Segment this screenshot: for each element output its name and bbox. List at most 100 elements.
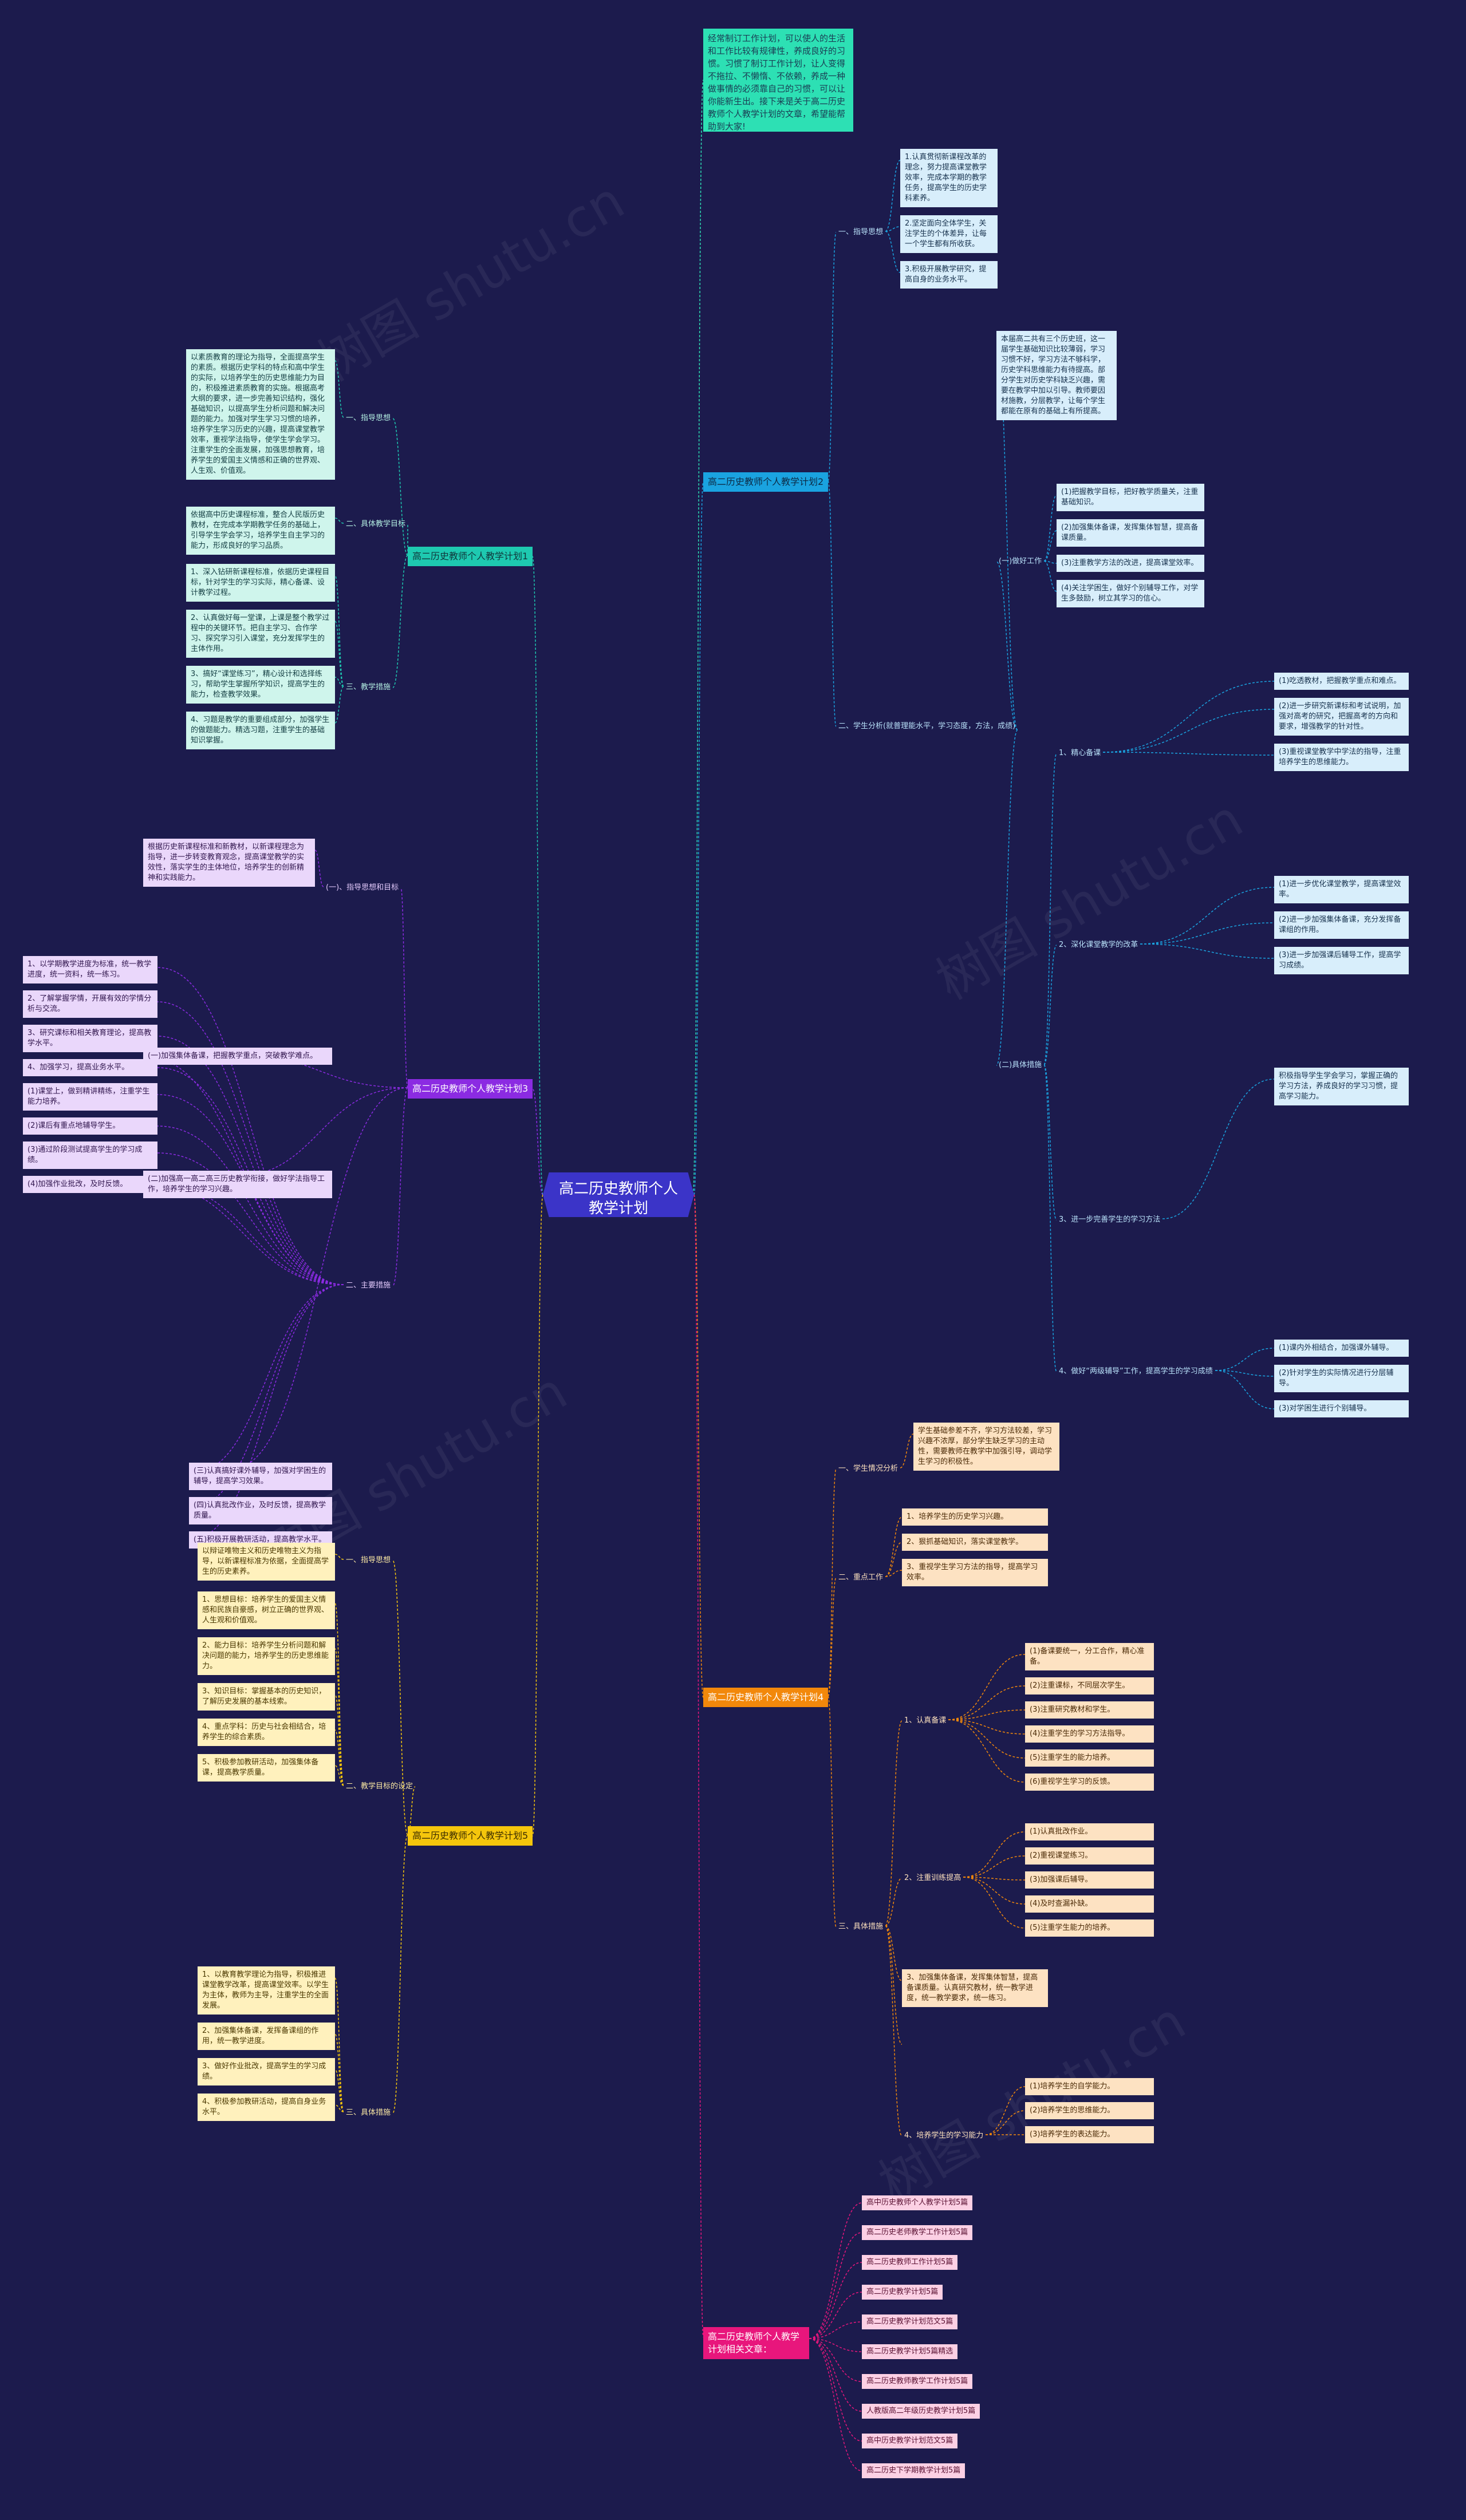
leaf-node[interactable]: (2)加强集体备课，发挥集体智慧，提高备课质量。: [1057, 519, 1204, 547]
leaf-node[interactable]: (4)及时查漏补缺。: [1025, 1895, 1154, 1913]
leaf-node[interactable]: 以素质教育的理论为指导，全面提高学生的素质。根据历史学科的特点和高中学生的实际，…: [186, 349, 335, 480]
leaf-node[interactable]: (1)认真批改作业。: [1025, 1823, 1154, 1840]
leaf-node[interactable]: (3)加强课后辅导。: [1025, 1871, 1154, 1889]
leaf-node[interactable]: 3、做好作业批改，提高学生的学习成绩。: [198, 2058, 335, 2085]
related-article-link[interactable]: 高二历史教师教学工作计划5篇: [862, 2374, 973, 2389]
sub-topic[interactable]: 二、主要措施: [346, 1281, 391, 1290]
leaf-node[interactable]: (4)加强作业批改，及时反馈。: [23, 1176, 157, 1193]
leaf-node[interactable]: 本届高二共有三个历史班，这一届学生基础知识比较薄弱，学习习惯不好，学习方法不够科…: [996, 331, 1117, 420]
sub-topic[interactable]: 2、深化课堂教学的改革: [1059, 941, 1138, 949]
sub-topic[interactable]: 1、认真备课: [904, 1716, 947, 1725]
sub-topic[interactable]: 一、指导思想: [838, 228, 884, 236]
root-topic[interactable]: 高二历史教师个人教学计划: [543, 1172, 694, 1217]
leaf-node[interactable]: (5)注重学生能力的培养。: [1025, 1919, 1154, 1937]
leaf-node[interactable]: 3、加强集体备课，发挥集体智慧，提高备课质量。认真研究教材，统一教学进度，统一教…: [902, 1969, 1048, 2007]
leaf-node[interactable]: 3、研究课标和相关教育理论，提高教学水平。: [23, 1025, 157, 1052]
leaf-node[interactable]: (2)进一步研究新课标和考试说明，加强对高考的研究，把握高考的方向和要求，增强教…: [1274, 698, 1409, 736]
branch-p4[interactable]: 高二历史教师个人教学计划4: [703, 1688, 829, 1707]
leaf-node[interactable]: (1)备课要统一，分工合作，精心准备。: [1025, 1643, 1154, 1670]
leaf-node[interactable]: 4、积极参加教研活动，提高自身业务水平。: [198, 2094, 335, 2121]
sub-topic[interactable]: 一、学生情况分析: [838, 1464, 898, 1473]
leaf-node[interactable]: (2)课后有重点地辅导学生。: [23, 1117, 157, 1135]
leaf-node[interactable]: 2、加强集体备课，发挥备课组的作用，统一教学进度。: [198, 2023, 335, 2050]
leaf-node[interactable]: (1)进一步优化课堂教学，提高课堂效率。: [1274, 876, 1409, 903]
sub-topic[interactable]: 2、注重训练提高: [904, 1874, 961, 1882]
leaf-node[interactable]: (4)关注学困生，做好个别辅导工作，对学生多鼓励，树立其学习的信心。: [1057, 580, 1204, 607]
branch-p2[interactable]: 高二历史教师个人教学计划2: [703, 472, 829, 492]
leaf-node[interactable]: 2.坚定面向全体学生，关注学生的个体差异，让每一个学生都有所收获。: [900, 215, 998, 253]
sub-topic[interactable]: 二、具体教学目标: [346, 520, 406, 528]
leaf-node[interactable]: (3)通过阶段测试提高学生的学习成绩。: [23, 1141, 157, 1169]
branch-p5[interactable]: 高二历史教师个人教学计划5: [408, 1826, 533, 1846]
leaf-node[interactable]: (1)课堂上，做到精讲精练，注重学生能力培养。: [23, 1083, 157, 1111]
leaf-node[interactable]: 1、深入钻研新课程标准，依据历史课程目标，针对学生的学习实际，精心备课、设计教学…: [186, 564, 335, 602]
leaf-node[interactable]: (2)针对学生的实际情况进行分层辅导。: [1274, 1365, 1409, 1392]
branch-p3[interactable]: 高二历史教师个人教学计划3: [408, 1079, 533, 1099]
leaf-node[interactable]: 3、重视学生学习方法的指导，提高学习效率。: [902, 1559, 1048, 1586]
related-article-link[interactable]: 高中历史教学计划范文5篇: [862, 2434, 958, 2448]
leaf-node[interactable]: 根据历史新课程标准和新教材，以新课程理念为指导，进一步转变教育观念，提高课堂教学…: [143, 839, 315, 887]
leaf-node[interactable]: 2、能力目标：培养学生分析问题和解决问题的能力，培养学生的历史思维能力。: [198, 1637, 335, 1675]
leaf-node[interactable]: (3)进一步加强课后辅导工作，提高学习成绩。: [1274, 947, 1409, 974]
leaf-node[interactable]: (4)注重学生的学习方法指导。: [1025, 1725, 1154, 1743]
leaf-node[interactable]: 3、搞好“课堂练习”，精心设计和选择练习，帮助学生掌握所学知识，提高学生的能力，…: [186, 666, 335, 704]
leaf-node[interactable]: (1)吃透教材，把握教学重点和难点。: [1274, 673, 1409, 690]
leaf-node[interactable]: (2)培养学生的思维能力。: [1025, 2102, 1154, 2119]
sub-topic[interactable]: 二、教学目标的设定: [346, 1782, 413, 1791]
sub-topic[interactable]: 一、指导思想: [346, 1556, 391, 1565]
leaf-node[interactable]: 2、认真做好每一堂课，上课是整个教学过程中的关键环节。把自主学习、合作学习、探究…: [186, 610, 335, 658]
intro-text[interactable]: 经常制订工作计划，可以使人的生活和工作比较有规律性，养成良好的习惯。习惯了制订工…: [703, 29, 853, 132]
leaf-node[interactable]: (二)加强高一高二高三历史教学衔接，做好学法指导工作，培养学生的学习兴趣。: [143, 1171, 332, 1198]
sub-topic[interactable]: (二)具体措施: [999, 1061, 1042, 1069]
branch-p1[interactable]: 高二历史教师个人教学计划1: [408, 547, 533, 566]
sub-topic[interactable]: 三、教学措施: [346, 683, 391, 692]
leaf-node[interactable]: (1)把握教学目标，把好教学质量关，注重基础知识。: [1057, 484, 1204, 511]
leaf-node[interactable]: 4、重点学科：历史与社会相结合，培养学生的综合素质。: [198, 1719, 335, 1746]
related-article-link[interactable]: 高二历史教学计划5篇: [862, 2285, 943, 2300]
leaf-node[interactable]: (1)课内外相结合，加强课外辅导。: [1274, 1340, 1409, 1357]
leaf-node[interactable]: (一)加强集体备课，把握教学重点，突破教学难点。: [143, 1048, 332, 1065]
leaf-node[interactable]: (3)重视课堂教学中学法的指导，注重培养学生的思维能力。: [1274, 744, 1409, 771]
leaf-node[interactable]: (6)重视学生学习的反馈。: [1025, 1774, 1154, 1791]
leaf-node[interactable]: 4、加强学习，提高业务水平。: [23, 1059, 157, 1076]
leaf-node[interactable]: (2)重视课堂练习。: [1025, 1847, 1154, 1865]
leaf-node[interactable]: (1)培养学生的自学能力。: [1025, 2078, 1154, 2095]
sub-topic[interactable]: 二、重点工作: [838, 1573, 884, 1582]
sub-topic[interactable]: 1、精心备课: [1059, 749, 1101, 757]
sub-topic[interactable]: 二、学生分析(就普理能水平，学习态度，方法，成绩): [838, 722, 1016, 730]
leaf-node[interactable]: 学生基础参差不齐，学习方法较差，学习兴趣不浓厚，部分学生缺乏学习的主动性，需要教…: [913, 1423, 1059, 1471]
leaf-node[interactable]: (2)注重课标，不同层次学生。: [1025, 1677, 1154, 1695]
branch-p6[interactable]: 高二历史教师个人教学计划相关文章：: [703, 2327, 809, 2359]
leaf-node[interactable]: 1.认真贯彻新课程改革的理念，努力提高课堂教学效率，完成本学期的教学任务，提高学…: [900, 149, 998, 207]
leaf-node[interactable]: (3)注重研究教材和学生。: [1025, 1701, 1154, 1719]
leaf-node[interactable]: 积极指导学生学会学习，掌握正确的学习方法，养成良好的学习习惯，提高学习能力。: [1274, 1068, 1409, 1105]
leaf-node[interactable]: 1、培养学生的历史学习兴趣。: [902, 1508, 1048, 1526]
related-article-link[interactable]: 高二历史教学计划5篇精选: [862, 2344, 958, 2359]
leaf-node[interactable]: 以辩证唯物主义和历史唯物主义为指导，以新课程标准为依据，全面提高学生的历史素养。: [198, 1543, 335, 1581]
leaf-node[interactable]: (3)对学困生进行个别辅导。: [1274, 1400, 1409, 1417]
leaf-node[interactable]: 依据高中历史课程标准，整合人民版历史教材，在完成本学期教学任务的基础上，引导学生…: [186, 507, 335, 555]
leaf-node[interactable]: 1、以学期教学进度为标准，统一教学进度，统一资料，统一练习。: [23, 956, 157, 983]
sub-topic[interactable]: 三、具体措施: [838, 1922, 884, 1931]
leaf-node[interactable]: 5、积极参加教研活动，加强集体备课，提高教学质量。: [198, 1754, 335, 1782]
sub-topic[interactable]: (一)、指导思想和目标: [326, 883, 399, 892]
sub-topic[interactable]: 4、培养学生的学习能力: [904, 2131, 984, 2140]
sub-topic[interactable]: (一)做好工作: [999, 557, 1042, 566]
leaf-node[interactable]: 3.积极开展教学研究，提高自身的业务水平。: [900, 261, 998, 289]
leaf-node[interactable]: 4、习题是教学的重要组成部分，加强学生的做题能力。精选习题，注重学生的基础知识掌…: [186, 712, 335, 749]
leaf-node[interactable]: 1、以教育教学理论为指导，积极推进课堂教学改革，提高课堂效率。以学生为主体，教师…: [198, 1966, 335, 2015]
leaf-node[interactable]: (3)注重教学方法的改进，提高课堂效率。: [1057, 555, 1204, 572]
leaf-node[interactable]: 1、思想目标：培养学生的爱国主义情感和民族自豪感，树立正确的世界观、人生观和价值…: [198, 1591, 335, 1629]
leaf-node[interactable]: (三)认真搞好课外辅导，加强对学困生的辅导，提高学习效果。: [189, 1463, 332, 1490]
related-article-link[interactable]: 高二历史老师教学工作计划5篇: [862, 2225, 973, 2240]
sub-topic[interactable]: 一、指导思想: [346, 414, 391, 422]
leaf-node[interactable]: 2、了解掌握学情，开展有效的学情分析与交流。: [23, 990, 157, 1018]
leaf-node[interactable]: (3)培养学生的表达能力。: [1025, 2126, 1154, 2143]
leaf-node[interactable]: (四)认真批改作业，及时反馈，提高教学质量。: [189, 1497, 332, 1524]
leaf-node[interactable]: (2)进一步加强集体备课，充分发挥备课组的作用。: [1274, 911, 1409, 939]
leaf-node[interactable]: (5)注重学生的能力培养。: [1025, 1749, 1154, 1767]
sub-topic[interactable]: 4、做好“两级辅导”工作，提高学生的学习成绩: [1059, 1367, 1213, 1376]
related-article-link[interactable]: 高中历史教师个人教学计划5篇: [862, 2195, 973, 2210]
sub-topic[interactable]: 三、具体措施: [346, 2108, 391, 2117]
related-article-link[interactable]: 高二历史教师工作计划5篇: [862, 2255, 958, 2270]
